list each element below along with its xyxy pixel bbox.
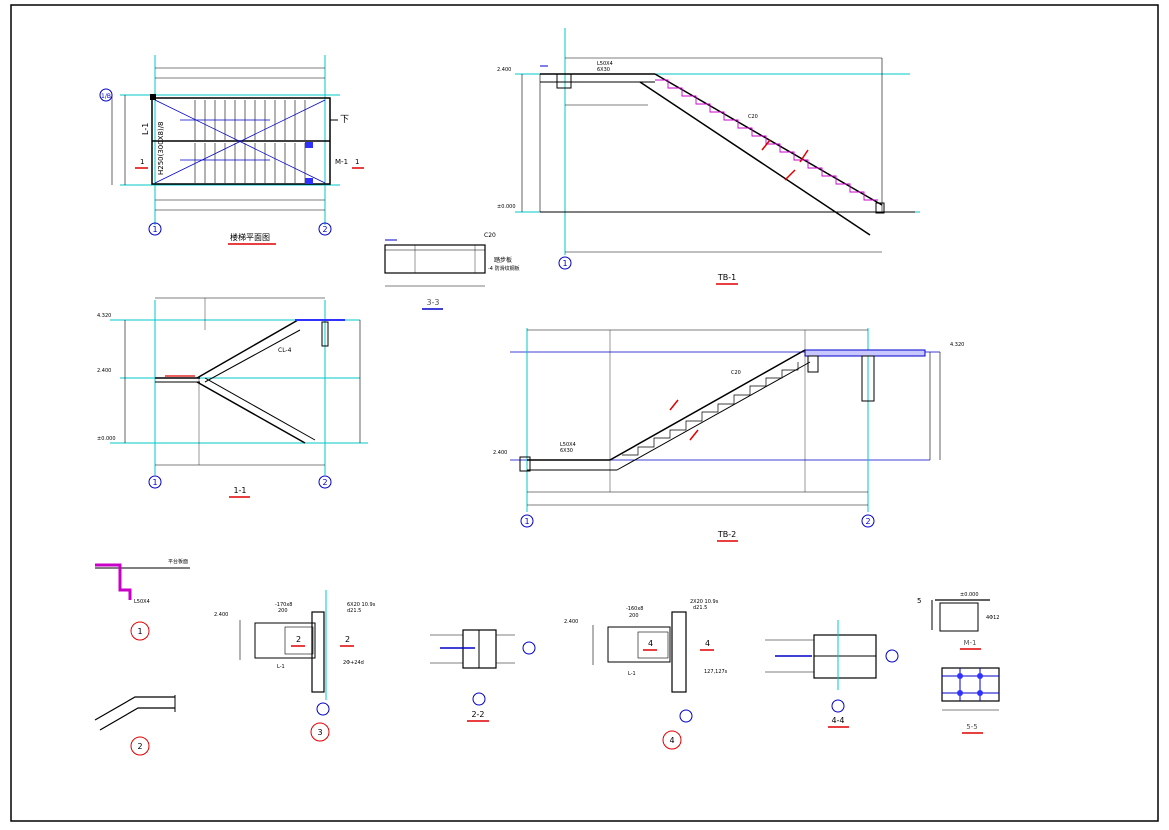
m1-tag: 4Φ12 xyxy=(986,615,999,621)
s11-elev-mid: 2.400 xyxy=(97,368,111,374)
detail-3-elev: 2.400 xyxy=(214,612,228,618)
detail-3-sec-right: 2 xyxy=(345,635,350,644)
m1-sec: 5 xyxy=(917,597,921,605)
section-3-3-note1: 踏步板 xyxy=(494,256,512,264)
detail-1-note: 平台板面 xyxy=(168,558,188,565)
detail-3-sec-left: 2 xyxy=(296,635,301,644)
section-3-3-tag: C20 xyxy=(484,232,496,239)
section-3-3-note2: -4 防滑纹钢板 xyxy=(488,265,520,272)
stair-plan-view xyxy=(111,55,340,225)
tb2-tag1: L50X4 xyxy=(560,442,576,448)
sheet-border xyxy=(10,4,1159,822)
plan-title: 楼梯平面图 xyxy=(230,232,270,242)
s11-elev-bottom: ±0.000 xyxy=(97,436,116,442)
section-4-4 xyxy=(765,620,877,690)
plan-axis-left: 1 xyxy=(152,225,157,234)
plan-axis-top: 1/B xyxy=(101,93,111,100)
tb2-axis-right-bubble xyxy=(861,514,875,528)
section-1-1 xyxy=(110,297,368,475)
detail-4-tag-c: 2X20 10.9s xyxy=(690,599,719,605)
section-5-5-title: 5-5 xyxy=(966,723,977,731)
section-4-4-title: 4-4 xyxy=(831,716,844,725)
section-2-2-title: 2-2 xyxy=(471,710,484,719)
detail-4-elev: 2.400 xyxy=(564,619,578,625)
s11-title: 1-1 xyxy=(233,486,246,495)
plan-beam-label: L-1 xyxy=(141,123,150,135)
section-3-3 xyxy=(384,239,486,287)
tb1-tag3: C20 xyxy=(748,114,758,120)
s11-axis-right-bubble xyxy=(318,475,332,489)
detail-3 xyxy=(239,590,327,700)
detail-3-number: 3 xyxy=(317,728,322,737)
detail-4-number: 4 xyxy=(669,736,674,745)
s11-axis-left-bubble xyxy=(148,475,162,489)
stair-tb2-elevation xyxy=(510,328,941,512)
detail-4-tag-a: -160x8 xyxy=(626,606,644,612)
tb2-axis-left-bubble xyxy=(520,514,534,528)
detail-4-sec-right: 4 xyxy=(705,639,710,648)
detail-2 xyxy=(94,695,176,731)
stair-tb1-elevation xyxy=(515,28,920,255)
detail-2-number: 2 xyxy=(137,742,142,751)
detail-4-sec-left: 4 xyxy=(648,639,653,648)
tb2-axis-right: 2 xyxy=(865,517,870,526)
tb2-elev-right: 4.320 xyxy=(950,342,964,348)
tb1-title: TB-1 xyxy=(717,273,736,282)
m1-title: M-1 xyxy=(963,639,976,647)
tb1-tag2: 6X30 xyxy=(597,67,610,73)
s11-elev-top: 4.320 xyxy=(97,313,111,319)
tb2-title: TB-2 xyxy=(717,530,736,539)
plan-axis-right: 2 xyxy=(322,225,327,234)
plan-axis-bubbles xyxy=(99,88,332,236)
plan-down-label: 下 xyxy=(340,115,349,125)
detail-4-tag-b: 200 xyxy=(629,613,639,619)
detail-3-tag-d: d21.5 xyxy=(347,608,361,614)
detail-1-tag: L50X4 xyxy=(134,599,150,605)
tb1-axis-bubble xyxy=(558,256,572,270)
tb1-elev-top: 2.400 xyxy=(497,67,511,73)
section-2-2 xyxy=(430,629,515,669)
tb2-axis-left: 1 xyxy=(524,517,529,526)
tb1-elev-bottom: ±0.000 xyxy=(497,204,516,210)
tb1-tag1: L50X4 xyxy=(597,61,613,67)
detail-4-bolt: 127,127s xyxy=(704,669,728,675)
detail-4 xyxy=(592,611,687,693)
section-5-5 xyxy=(941,667,1000,711)
s11-axis-right: 2 xyxy=(322,478,327,487)
detail-1-number: 1 xyxy=(137,627,142,636)
tb2-tag2: 6X30 xyxy=(560,448,573,454)
tb2-tag3: C20 xyxy=(731,370,741,376)
s11-axis-left: 1 xyxy=(152,478,157,487)
tb2-elev-left: 2.400 xyxy=(493,450,507,456)
plan-section-right: 1 xyxy=(355,158,359,166)
detail-4-beam: L-1 xyxy=(628,671,636,677)
plan-marker-m: M-1 xyxy=(335,158,348,166)
section-3-3-title: 3-3 xyxy=(426,298,439,307)
detail-3-tag-c: 6X20 10.9s xyxy=(347,602,376,608)
tb1-axis: 1 xyxy=(562,259,567,268)
m1-elev: ±0.000 xyxy=(960,592,979,598)
plan-stair-label: H250(300X8)/8 xyxy=(157,121,165,175)
detail-1 xyxy=(95,563,190,600)
detail-3-beam: L-1 xyxy=(277,664,285,670)
detail-4-tag-d: d21.5 xyxy=(693,605,707,611)
detail-3-bolt: 2Φ+24d xyxy=(343,660,364,666)
s11-beam: CL-4 xyxy=(278,347,292,354)
plan-section-left: 1 xyxy=(140,158,144,166)
embed-plate-m1 xyxy=(931,599,990,632)
detail-3-tag-b: 200 xyxy=(278,608,288,614)
detail-3-tag-a: -170x8 xyxy=(275,602,293,608)
